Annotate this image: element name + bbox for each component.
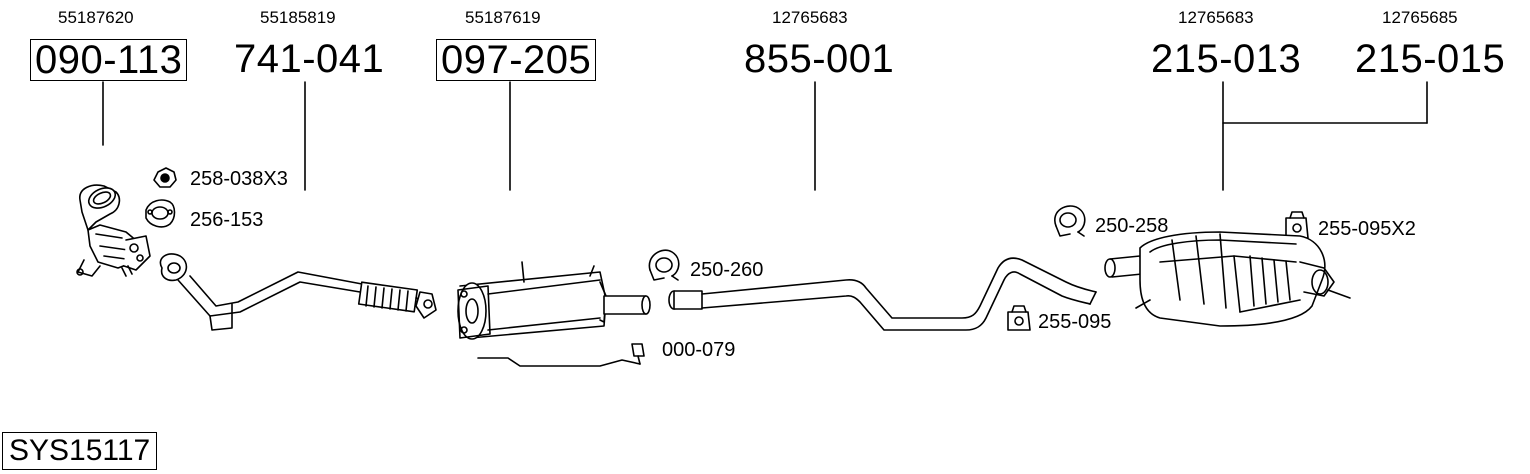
particulate-filter-drawing bbox=[457, 261, 651, 340]
part-number-215-015[interactable]: 215-015 bbox=[1355, 37, 1506, 81]
sensor-cable-icon bbox=[477, 343, 645, 367]
clamp-icon-250-260 bbox=[648, 249, 680, 281]
clamp-icon-250-258 bbox=[1054, 205, 1086, 237]
accessory-label-255-095X2[interactable]: 255-095X2 bbox=[1318, 218, 1416, 240]
accessory-label-000-079[interactable]: 000-079 bbox=[662, 339, 736, 361]
accessory-label-256-153[interactable]: 256-153 bbox=[190, 209, 264, 231]
oem-number: 55185819 bbox=[260, 8, 336, 27]
rear-silencer-drawing bbox=[1104, 231, 1351, 327]
oem-number: 12765683 bbox=[772, 8, 848, 27]
rubber-mount-icon-255-095X2 bbox=[1285, 211, 1309, 239]
catalytic-converter-drawing bbox=[76, 184, 151, 277]
oem-number: 55187619 bbox=[465, 8, 541, 27]
gasket-icon bbox=[145, 199, 176, 228]
nut-icon bbox=[153, 167, 177, 188]
part-number-097-205[interactable]: 097-205 bbox=[436, 39, 597, 81]
part-number-090-113[interactable]: 090-113 bbox=[30, 39, 188, 81]
part-number-215-013[interactable]: 215-013 bbox=[1151, 37, 1302, 81]
accessory-label-250-260[interactable]: 250-260 bbox=[690, 259, 764, 281]
accessory-label-255-095[interactable]: 255-095 bbox=[1038, 311, 1112, 333]
accessory-label-258-038X3[interactable]: 258-038X3 bbox=[190, 168, 288, 190]
oem-number: 55187620 bbox=[58, 8, 134, 27]
leader-lines bbox=[102, 81, 1428, 191]
middle-pipe-drawing bbox=[668, 257, 1097, 331]
rubber-mount-icon-255-095 bbox=[1007, 305, 1031, 331]
accessory-label-250-258[interactable]: 250-258 bbox=[1095, 215, 1169, 237]
oem-number: 12765683 bbox=[1178, 8, 1254, 27]
oem-number: 12765685 bbox=[1382, 8, 1458, 27]
system-id-box: SYS15117 bbox=[2, 432, 158, 470]
part-number-855-001[interactable]: 855-001 bbox=[744, 37, 895, 81]
part-number-741-041[interactable]: 741-041 bbox=[234, 37, 385, 81]
front-pipe-drawing bbox=[159, 253, 437, 331]
